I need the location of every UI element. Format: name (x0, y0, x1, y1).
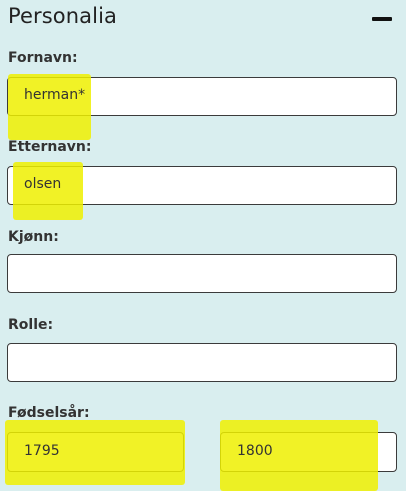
first-name-input[interactable] (7, 77, 397, 116)
role-label: Rolle: (8, 317, 54, 333)
birth-year-from-input[interactable] (7, 432, 184, 472)
role-input[interactable] (7, 343, 397, 382)
section-title: Personalia (8, 4, 117, 28)
birth-year-label: Fødselsår: (8, 405, 90, 421)
birth-year-to-input[interactable] (220, 432, 397, 472)
collapse-button[interactable] (368, 6, 396, 32)
last-name-label: Etternavn: (8, 139, 92, 155)
first-name-label: Fornavn: (8, 50, 78, 66)
gender-input[interactable] (7, 254, 397, 293)
gender-label: Kjønn: (8, 229, 59, 245)
last-name-input[interactable] (7, 166, 397, 205)
minus-icon (372, 17, 392, 21)
